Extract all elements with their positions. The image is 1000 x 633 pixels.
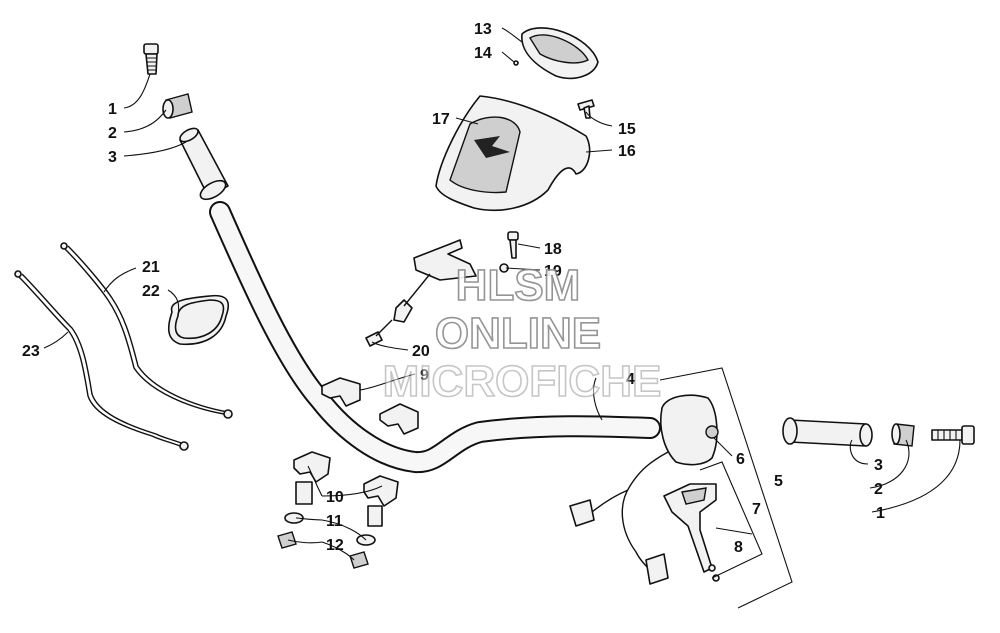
clamp-washer bbox=[284, 512, 376, 546]
speedometer-gauge bbox=[513, 27, 599, 80]
callout-19: 19 bbox=[544, 263, 562, 280]
callout-16: 16 bbox=[618, 143, 636, 160]
callout-7: 7 bbox=[752, 501, 761, 518]
callout-3-left: 3 bbox=[108, 149, 117, 166]
left-bar-end-weight bbox=[162, 93, 193, 119]
callout-labels: 1 2 3 4 5 6 7 8 9 10 11 12 13 14 15 16 1… bbox=[22, 21, 885, 556]
gauge-mount-bracket bbox=[365, 231, 519, 347]
callout-15: 15 bbox=[618, 121, 636, 138]
callout-18: 18 bbox=[544, 241, 562, 258]
callout-20: 20 bbox=[412, 343, 430, 360]
callout-6: 6 bbox=[736, 451, 745, 468]
callout-22: 22 bbox=[142, 283, 160, 300]
leader-lines bbox=[43, 27, 961, 561]
lower-handlebar-clamp bbox=[293, 451, 399, 527]
handlebar bbox=[209, 201, 661, 474]
callout-12: 12 bbox=[326, 537, 344, 554]
watermark-line-3: MICROFICHE bbox=[383, 357, 662, 406]
callout-9: 9 bbox=[420, 367, 429, 384]
left-hand-grip bbox=[179, 127, 229, 201]
assembly-bracket-lines bbox=[659, 367, 793, 609]
callout-17: 17 bbox=[432, 111, 450, 128]
callout-23: 23 bbox=[22, 343, 40, 360]
callout-13: 13 bbox=[474, 21, 492, 38]
callout-10: 10 bbox=[326, 489, 344, 506]
callout-3-right: 3 bbox=[874, 457, 883, 474]
right-bar-end-weight bbox=[891, 423, 915, 447]
watermark: HLSM ONLINE MICROFICHE bbox=[382, 260, 662, 407]
clamp-nut bbox=[277, 531, 369, 569]
callout-2-left: 2 bbox=[108, 125, 117, 142]
right-switch-housing bbox=[569, 394, 719, 585]
callout-1-right: 1 bbox=[876, 505, 885, 522]
callout-4: 4 bbox=[626, 371, 635, 388]
gauge-screw bbox=[577, 99, 595, 119]
watermark-line-1: HLSM bbox=[456, 261, 581, 310]
brake-lever-assembly bbox=[663, 483, 720, 582]
right-hand-grip bbox=[782, 417, 873, 447]
callout-11: 11 bbox=[326, 513, 343, 530]
left-handlebar-end-bolt bbox=[143, 43, 159, 75]
callout-8: 8 bbox=[734, 539, 743, 556]
upper-handlebar-clamp bbox=[321, 377, 419, 435]
callout-5: 5 bbox=[774, 473, 783, 490]
callout-21: 21 bbox=[142, 259, 160, 276]
callout-1-left: 1 bbox=[108, 101, 117, 118]
callout-14: 14 bbox=[474, 45, 492, 62]
brake-cable bbox=[14, 270, 189, 451]
headlight-pod-cover bbox=[435, 95, 591, 211]
watermark-line-2: ONLINE bbox=[435, 309, 601, 358]
callout-2-right: 2 bbox=[874, 481, 883, 498]
right-handlebar-end-bolt bbox=[931, 425, 975, 445]
choke-cable bbox=[167, 294, 230, 346]
throttle-cable bbox=[60, 242, 233, 419]
